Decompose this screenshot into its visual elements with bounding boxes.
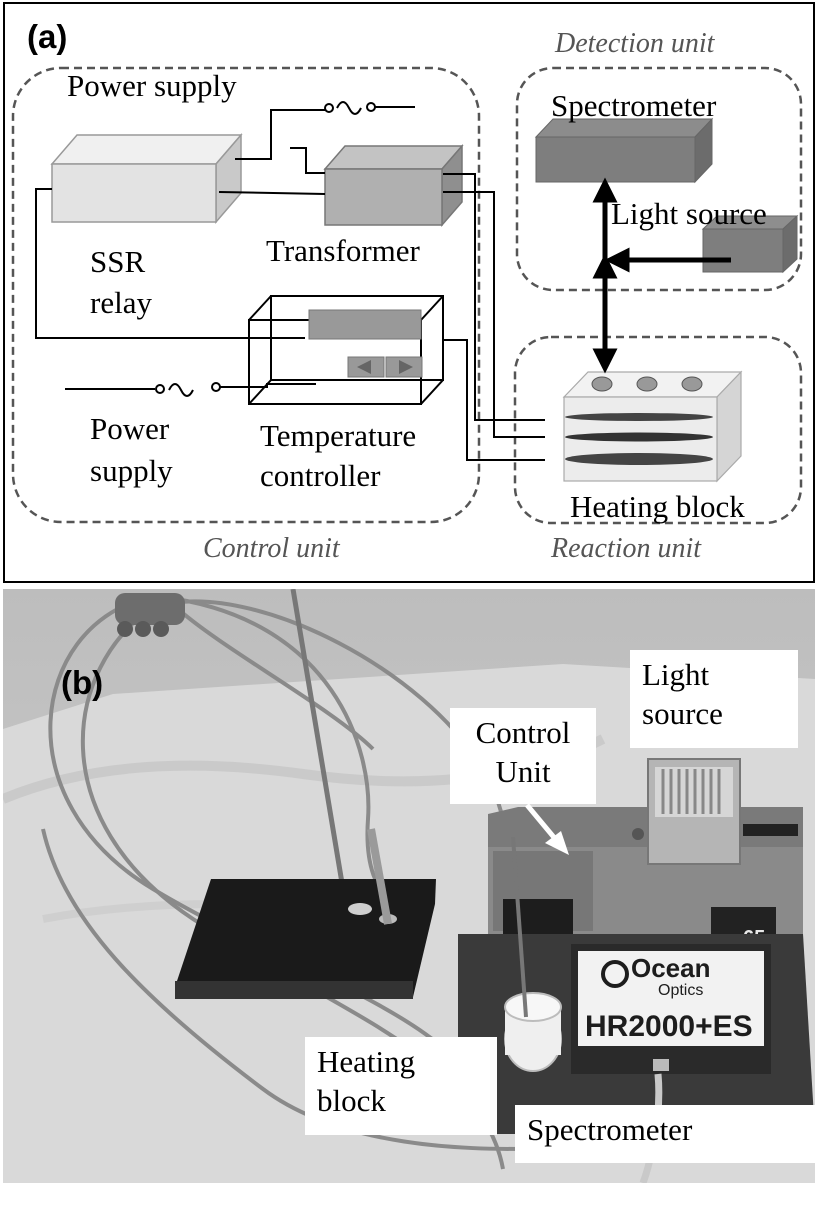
- spectrometer-label: Spectrometer: [551, 88, 717, 123]
- control-unit-callout-line2: Unit: [495, 753, 551, 789]
- spectrometer-box: [534, 117, 714, 184]
- heating-block-cylinder: [504, 992, 562, 1072]
- light-source-label: Light source: [611, 196, 767, 231]
- spectrometer-model: HR2000+ES: [585, 1010, 753, 1043]
- heating-block-callout-line1: Heating: [317, 1044, 416, 1079]
- stand-base: [175, 879, 436, 999]
- optical-path-arrows: [592, 177, 731, 374]
- panel-a-letter: (a): [27, 18, 68, 55]
- detection-unit-label: Detection unit: [555, 28, 715, 59]
- light-source-device: [632, 758, 798, 865]
- power-supply-bottom-label-1: Power: [90, 411, 170, 446]
- relay-label: relay: [90, 285, 152, 320]
- ssr-relay-box: [50, 132, 243, 225]
- heating-block-label: Heating block: [570, 489, 745, 524]
- light-source-callout: Light source: [630, 650, 798, 748]
- spectrometer-brand-line2: Optics: [658, 982, 703, 999]
- heating-block: [562, 370, 743, 483]
- light-source-box: [701, 214, 799, 274]
- spectrometer-brand-line1: Ocean: [631, 953, 711, 983]
- heating-block-callout-line2: block: [317, 1082, 386, 1118]
- ssr-label: SSR: [90, 244, 146, 279]
- schematic-panel: (a) Detection unit Power supply Spectrom…: [3, 2, 815, 583]
- probe-rod: [290, 589, 351, 920]
- power-supply-bottom-label-2: supply: [90, 453, 173, 488]
- heating-block-callout: Heating block: [305, 1037, 497, 1135]
- light-source-callout-line2: source: [642, 695, 723, 731]
- temperature-controller-display: [308, 309, 422, 340]
- power-supply-top-label: Power supply: [67, 68, 237, 103]
- temperature-controller-label-2: controller: [260, 458, 381, 493]
- power-switch-icon-top: [324, 101, 376, 115]
- reaction-unit-label: Reaction unit: [551, 533, 702, 564]
- transformer-label: Transformer: [266, 233, 420, 268]
- setup-photograph: 65 Ocean Optics HR2000+ES: [3, 589, 815, 1183]
- reaction-unit-outline: [513, 335, 803, 525]
- detection-unit-outline: [515, 66, 803, 292]
- spectrometer-callout: Spectrometer: [515, 1105, 815, 1163]
- fiber-connector: [115, 593, 185, 637]
- control-unit-callout-line1: Control: [475, 715, 571, 750]
- temperature-controller-label-1: Temperature: [260, 418, 417, 453]
- light-source-callout-line1: Light: [642, 657, 710, 692]
- schematic-drawing: [11, 66, 803, 525]
- stand-rod: [367, 828, 392, 925]
- photo-panel: 65 Ocean Optics HR2000+ES (b): [3, 589, 815, 1183]
- wiring: [35, 106, 545, 461]
- control-unit-label: Control unit: [203, 533, 340, 564]
- panel-b-letter: (b): [61, 664, 104, 701]
- spectrometer-device: [571, 944, 771, 1074]
- control-unit-callout: Control Unit: [450, 708, 596, 804]
- control-unit-outline: [11, 66, 481, 524]
- power-switch-icon-bottom: [155, 382, 221, 397]
- temperature-controller-buttons: [347, 356, 423, 378]
- spectrometer-callout-text: Spectrometer: [527, 1112, 693, 1147]
- transformer-box: [323, 143, 464, 228]
- thermocouple-probe: [511, 836, 528, 1018]
- control-unit-pointer-arrow: [525, 803, 569, 855]
